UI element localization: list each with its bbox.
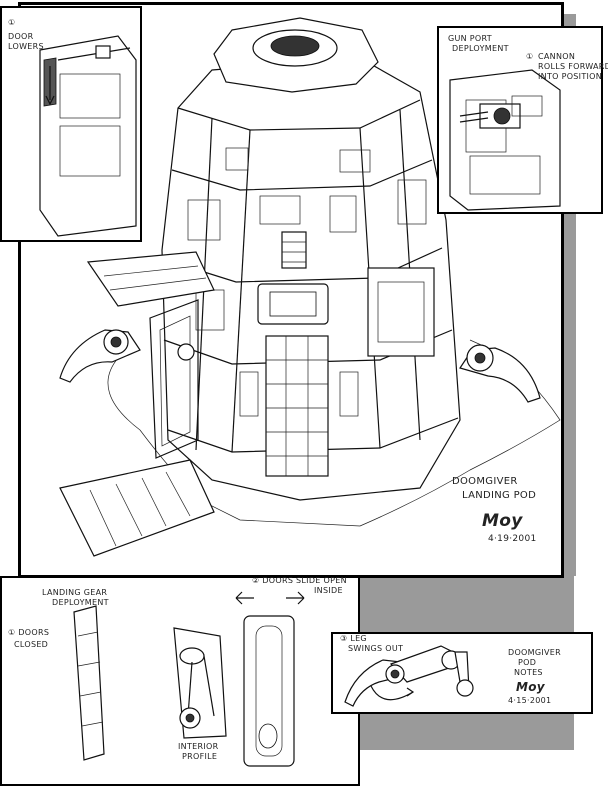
doors-slide-line2: INSIDE — [314, 586, 343, 595]
landing-gear-sketches — [73, 591, 305, 767]
doors-slide-line1: ② DOORS SLIDE OPEN — [252, 576, 347, 585]
gun-heading-line1: GUN PORT — [448, 34, 492, 43]
pod-notes-date: 4·15·2001 — [508, 696, 552, 705]
gun-note-line1: CANNON — [538, 52, 576, 61]
interior-profile-line2: PROFILE — [182, 752, 218, 761]
leg-swing-sketch — [344, 645, 474, 707]
gear-heading-line2: DEPLOYMENT — [52, 598, 109, 607]
title-date: 4·19·2001 — [488, 534, 537, 544]
inset-door-note-line2: LOWERS — [8, 42, 44, 51]
inset-door-note-line1: DOOR — [8, 32, 34, 41]
title-signature: Moy — [482, 511, 523, 531]
pod-notes-signature: Moy — [516, 680, 545, 694]
leg-note-line1: ③ LEG — [340, 634, 367, 643]
leg-note-line2: SWINGS OUT — [348, 644, 404, 653]
doors-closed-line2: CLOSED — [14, 640, 49, 649]
door-lowers-sketch — [39, 35, 137, 237]
gun-port-sketch — [449, 69, 561, 211]
gun-note-line2: ROLLS FORWARD — [538, 62, 608, 71]
title-line1: DOOMGIVER — [452, 476, 518, 487]
interior-profile-line1: INTERIOR — [178, 742, 219, 751]
pod-notes-line3: NOTES — [514, 668, 543, 677]
gun-note-number: ① — [526, 52, 534, 61]
gun-note-line3: INTO POSITION — [538, 72, 603, 81]
title-line2: LANDING POD — [462, 490, 537, 501]
doors-closed-line1: ① DOORS — [8, 628, 50, 637]
landing-gear-panel — [0, 576, 360, 786]
inset-door-number: ① — [8, 18, 16, 27]
gear-heading-line1: LANDING GEAR — [42, 588, 108, 597]
gun-heading-line2: DEPLOYMENT — [452, 44, 509, 53]
pod-notes-line2: POD — [518, 658, 537, 667]
pod-notes-line1: DOOMGIVER — [508, 648, 562, 657]
